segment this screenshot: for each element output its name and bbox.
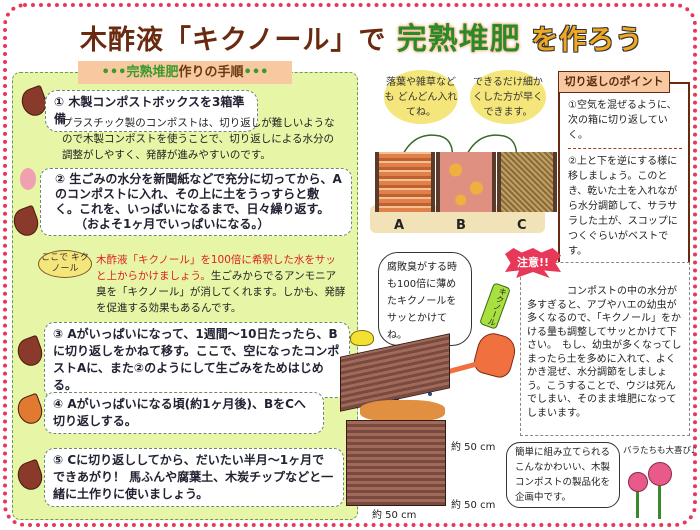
diagram-bubble-2: できるだけ細かくした方が早くできます。: [470, 70, 546, 124]
compost-box-a: [375, 152, 435, 212]
step-2-body-text: 生ごみからでるアンモニア臭を「キクノール」が消してくれます。しかも、発酵を促進す…: [96, 270, 346, 314]
compost-contents: [360, 400, 445, 422]
caution-box: コンポストの中の水分が多すぎると、アブやハエの幼虫が多くなるので、「キクノール」…: [520, 262, 690, 436]
dimension-width: 約 50 cm: [372, 510, 417, 521]
section-header: •••完熟堆肥作りの手順•••: [78, 61, 292, 84]
point-box: ①空気を混ぜるように、次の箱に切り返していく。 ②上と下を逆にする様に移しましょ…: [558, 82, 690, 265]
dots: •••: [101, 65, 127, 80]
rose-stem: [636, 492, 639, 518]
point-item-1: ①空気を混ぜるように、次の箱に切り返していく。: [568, 98, 682, 149]
compost-box-c: [497, 152, 557, 212]
section-highlight: 完熟堆肥: [126, 65, 179, 80]
step-2-note: （およそ1ヶ月でいっぱいになる。）: [75, 217, 270, 231]
section-rest: 作りの手順: [178, 65, 244, 80]
dimension-height: 約 50 cm: [451, 442, 496, 453]
bird-icon: [350, 330, 374, 346]
box-label-a: A: [394, 218, 405, 233]
roses-caption: バラたちも大喜び♪: [623, 446, 697, 456]
point-item-2: ②上と下を逆にする様に移しましょう。このとき、乾いた土を入れながら水分調節して、…: [568, 156, 678, 257]
step-1-body: プラスチック製のコンポストは、切り返しが難しいようなので木製コンポストを使うこと…: [62, 117, 335, 161]
kikunol-callout: ここで キクノール: [38, 250, 92, 278]
speech-bubble-product: 簡単に組み立てられるこんなかわいい、木製コンポストの製品化を企画中です。: [506, 442, 620, 508]
balloon-icon: [20, 168, 36, 190]
step-2-body: 木酢液「キクノール」を100倍に希釈した水をサッと上からかけましょう。生ごみから…: [96, 252, 346, 316]
caution-text: コンポストの中の水分が多すぎると、アブやハエの幼虫が多くなるので、「キクノール」…: [527, 286, 682, 419]
dimension-depth: 約 50 cm: [451, 500, 496, 511]
title-part2: 完熟堆肥: [396, 22, 521, 57]
diagram-bubble-1: 落葉や雑草なども どんどん入れてね。: [384, 70, 458, 124]
title-part1: 木酢液「キクノール」で: [80, 25, 387, 56]
step-2-text: ② 生ごみの水分を新聞紙などで充分に切ってから、Aのコンポストに入れ、その上に土…: [55, 172, 342, 216]
page-title: 木酢液「キクノール」で 完熟堆肥 を作ろう: [80, 14, 643, 58]
speech-bubble-odor: 腐敗臭がする時も100倍に薄めたキクノールをサッとかけてね。: [378, 252, 472, 346]
compost-box-b: [436, 152, 496, 212]
dots: •••: [243, 65, 269, 80]
step-2-red-text: 木酢液「キクノール」を100倍に希釈した水をサッと上からかけましょう。: [96, 254, 336, 282]
rose-icon: [628, 472, 648, 492]
compost-box-body: [346, 420, 446, 506]
title-part3: を作ろう: [531, 25, 644, 56]
steps-panel: [12, 72, 358, 520]
page-frame: [3, 3, 697, 527]
step-4-heading: ④ Aがいっぱいになる頃(約1ヶ月後)、BをCへ切り返しする。: [44, 392, 324, 434]
step-5-heading: ⑤ Cに切り返ししてから、だいたい半月〜1ヶ月でできあがり！ 馬ふんや腐葉土、木…: [44, 448, 344, 507]
step-2-heading: ② 生ごみの水分を新聞紙などで充分に切ってから、Aのコンポストに入れ、その上に土…: [40, 168, 352, 236]
rose-icon: [648, 462, 672, 486]
box-label-b: B: [456, 218, 466, 233]
point-title: 切り返しのポイント: [558, 71, 670, 93]
step-3-heading: ③ Aがいっぱいになって、1週間〜10日たったら、Bに切り返しをかねて移す。ここ…: [44, 322, 350, 398]
rose-stem: [658, 486, 661, 519]
step-1-heading: ① 木製コンポストボックスを3箱準備: [45, 90, 258, 132]
box-label-c: C: [517, 218, 527, 233]
